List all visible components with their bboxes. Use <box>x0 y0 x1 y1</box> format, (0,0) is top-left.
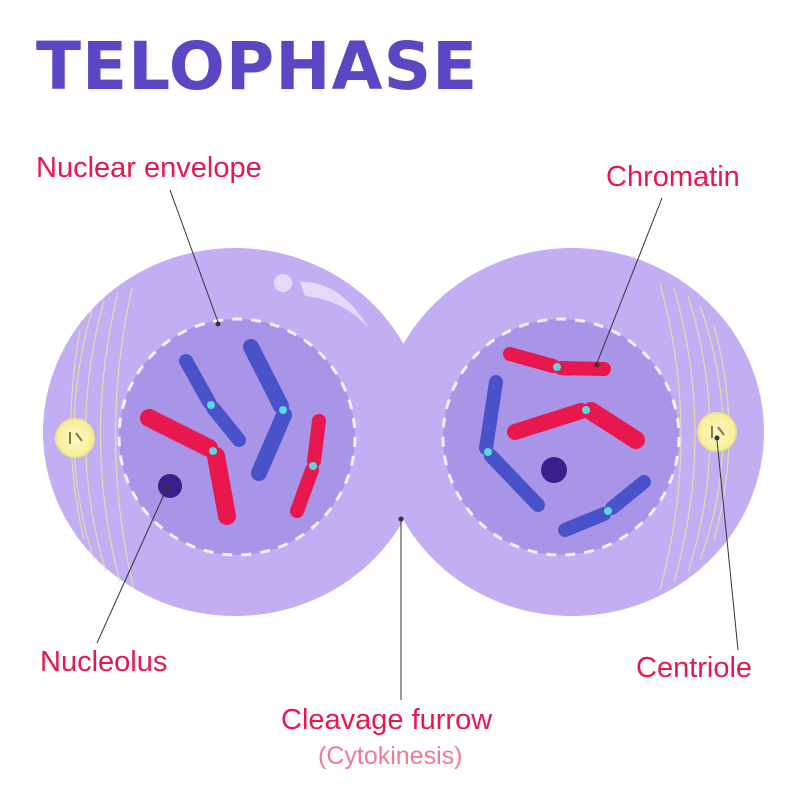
chromosome-blue-1 <box>179 354 246 447</box>
chromosome-red-1 <box>140 409 236 525</box>
label-nuclear-envelope: Nuclear envelope <box>36 152 262 184</box>
leader-lines <box>96 189 739 700</box>
label-cytokinesis: (Cytokinesis) <box>318 742 463 770</box>
left-nucleolus <box>158 474 182 498</box>
chromosome-blue-4 <box>558 475 651 537</box>
left-nuclear-envelope <box>117 317 357 557</box>
left-chromosomes <box>140 339 326 525</box>
cell-highlights <box>274 274 370 330</box>
chromatin-leader <box>596 197 663 364</box>
right-centriole <box>697 412 737 452</box>
centriole-leader <box>716 439 739 651</box>
label-chromatin: Chromatin <box>606 161 740 193</box>
left-centriole <box>55 418 95 458</box>
label-cleavage-furrow: Cleavage furrow <box>281 704 493 736</box>
nuclear-envelope-leader <box>169 189 219 323</box>
chromosome-red-4 <box>507 402 645 449</box>
label-nucleolus: Nucleolus <box>40 646 168 678</box>
nucleolus-leader <box>96 489 167 644</box>
chromosome-blue-3 <box>479 375 545 512</box>
chromosome-red-3 <box>503 347 611 376</box>
right-nuclear-envelope <box>441 317 681 557</box>
chromosome-red-2 <box>290 414 326 518</box>
chromosome-blue-2 <box>243 339 292 481</box>
label-centriole: Centriole <box>636 652 753 684</box>
right-chromosomes <box>479 347 651 537</box>
right-nucleolus <box>541 457 567 483</box>
title: TELOPHASE <box>36 28 479 105</box>
